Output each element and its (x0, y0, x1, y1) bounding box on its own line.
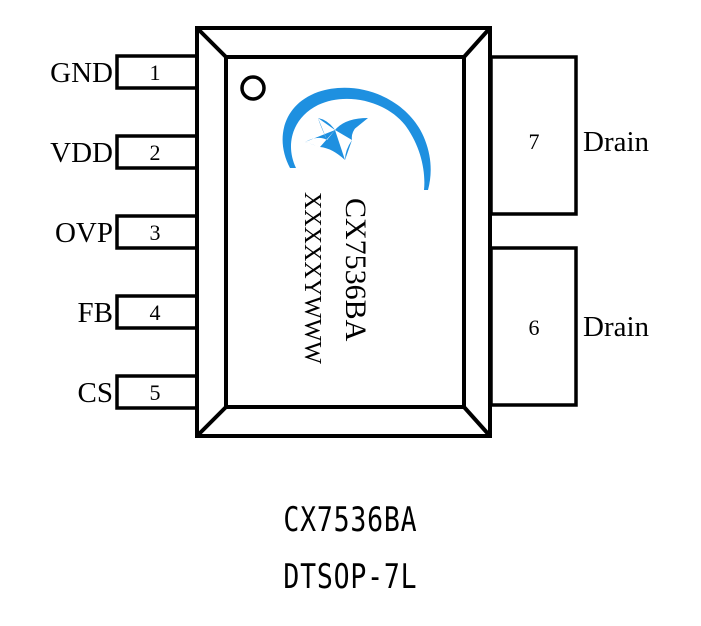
marking-date-code: XXXXXYWWW (299, 192, 325, 364)
left-pins (115, 54, 199, 410)
pin-2-box (115, 134, 199, 170)
manufacturer-logo-icon (282, 87, 431, 190)
bevel-bottom-right (462, 405, 492, 438)
pin-5-box (115, 374, 199, 410)
pin-7-label: Drain (583, 126, 650, 158)
pin-1-label: GND (50, 57, 113, 89)
pin-3-label: OVP (55, 217, 113, 249)
pin1-indicator-icon (240, 75, 266, 101)
pin-1-box (115, 54, 199, 90)
pin-2-label: VDD (50, 137, 113, 169)
pin-6-box (489, 246, 578, 407)
left-pin-numbers: 1 2 3 4 5 (150, 60, 161, 405)
body-inner-outline (224, 55, 466, 409)
pin-4-label: FB (78, 297, 113, 329)
pin-3-number: 3 (150, 220, 161, 245)
pin-2-number: 2 (150, 140, 161, 165)
bevel-top-right (462, 26, 492, 59)
pin-5-label: CS (78, 377, 113, 409)
logo-arc (282, 87, 431, 190)
pin-7-number: 7 (529, 129, 540, 154)
right-pins (489, 55, 578, 407)
pin-4-number: 4 (150, 300, 161, 325)
pin-1-number: 1 (150, 60, 161, 85)
caption-part-number: CX7536BA (283, 500, 418, 540)
pin-3-box (115, 214, 199, 250)
pin-6-number: 6 (529, 315, 540, 340)
pin-5-number: 5 (150, 380, 161, 405)
bevel-bottom-left (195, 405, 228, 438)
left-pin-labels: GND VDD OVP FB CS (50, 57, 113, 409)
marking-part-number: CX7536BA (339, 198, 372, 342)
pin-7-box (489, 55, 578, 216)
logo-star (305, 118, 368, 160)
pin-6-label: Drain (583, 311, 650, 343)
caption-package-name: DTSOP-7L (283, 557, 418, 597)
bevel-top-left (195, 26, 228, 59)
